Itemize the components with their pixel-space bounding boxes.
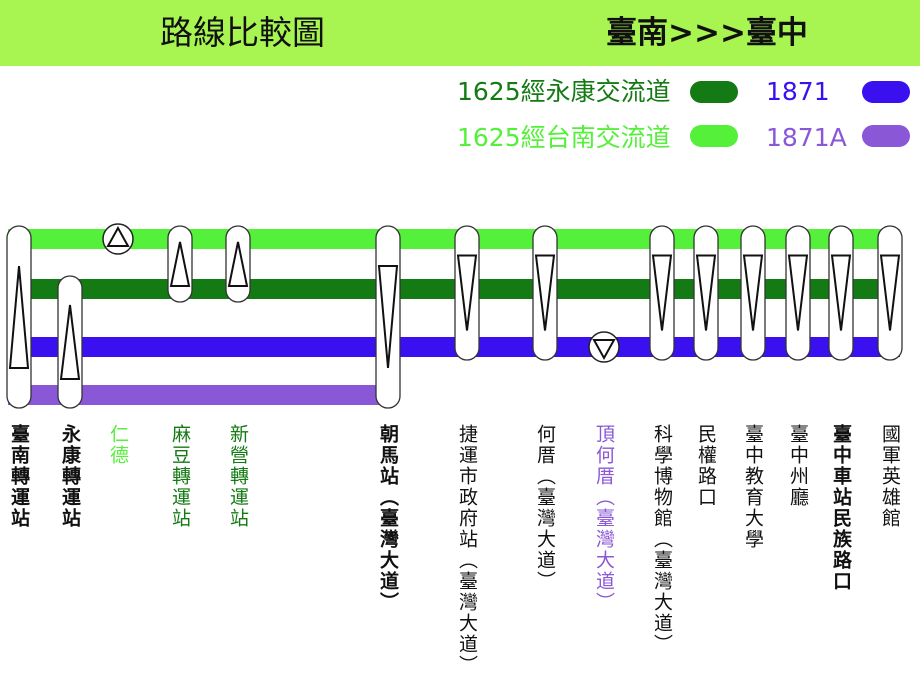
stop-label-5: 朝馬站（臺灣大道） <box>377 424 399 613</box>
legend-label-1625-tainan: 1625經台南交流道 <box>457 123 671 152</box>
stop-marker-11 <box>740 225 766 361</box>
stop-label-7: 何厝（臺灣大道） <box>534 424 556 592</box>
stop-label-8: 頂何厝（臺灣大道） <box>593 424 615 613</box>
route-line-1 <box>8 279 900 299</box>
stop-label-4: 新營轉運站 <box>227 424 249 529</box>
route-title: 臺南>>>臺中 <box>606 15 808 51</box>
stop-marker-6 <box>454 225 480 361</box>
legend-label-1871a: 1871A <box>766 123 847 152</box>
stop-label-0: 臺南轉運站 <box>8 424 30 529</box>
direction-arrow-icon <box>695 254 717 331</box>
stop-marker-10 <box>693 225 719 361</box>
stop-marker-3 <box>167 225 193 303</box>
direction-arrow-icon <box>456 254 478 331</box>
stop-label-11: 臺中教育大學 <box>742 424 764 550</box>
stop-marker-12 <box>785 225 811 361</box>
legend-swatch-1871 <box>862 81 910 103</box>
stop-label-9: 科學博物館（臺灣大道） <box>651 424 673 655</box>
stop-label-3: 麻豆轉運站 <box>169 424 191 529</box>
direction-arrow-icon <box>59 304 81 380</box>
stop-marker-13 <box>828 225 854 361</box>
legend-swatch-1871a <box>862 125 910 147</box>
stop-label-13: 臺中車站民族路口 <box>830 424 852 592</box>
legend-label-1871: 1871 <box>766 77 830 106</box>
route-diagram <box>6 223 903 409</box>
stop-label-2: 仁德 <box>107 424 129 466</box>
direction-arrow-icon <box>830 254 852 331</box>
stop-marker-9 <box>649 225 675 361</box>
stop-marker-4 <box>225 225 251 303</box>
direction-arrow-icon <box>227 241 249 287</box>
route-line-0 <box>8 229 900 249</box>
stop-label-1: 永康轉運站 <box>59 424 81 529</box>
direction-arrow-icon <box>8 265 30 369</box>
route-line-2 <box>8 337 900 357</box>
direction-arrow-icon <box>787 254 809 331</box>
direction-arrow-icon <box>592 339 616 361</box>
stop-marker-0 <box>6 225 32 409</box>
direction-arrow-icon <box>742 254 764 331</box>
direction-arrow-icon <box>169 241 191 287</box>
stop-marker-1 <box>57 275 83 409</box>
stop-marker-2 <box>102 223 134 255</box>
stop-label-14: 國軍英雄館 <box>879 424 901 529</box>
header-bar: 路線比較圖 臺南>>>臺中 <box>0 0 920 66</box>
stop-label-10: 民權路口 <box>695 424 717 508</box>
direction-arrow-icon <box>534 254 556 331</box>
direction-arrow-icon <box>651 254 673 331</box>
legend-swatch-1625-tainan <box>690 125 738 147</box>
stop-marker-14 <box>877 225 903 361</box>
route-line-3 <box>8 385 388 405</box>
stop-marker-5 <box>375 225 401 409</box>
direction-arrow-icon <box>377 265 399 369</box>
legend-label-1625-yongkang: 1625經永康交流道 <box>457 77 671 106</box>
page-title: 路線比較圖 <box>160 13 325 52</box>
legend-swatch-1625-yongkang <box>690 81 738 103</box>
stop-marker-7 <box>532 225 558 361</box>
direction-arrow-icon <box>106 225 130 247</box>
direction-arrow-icon <box>879 254 901 331</box>
stop-label-12: 臺中州廳 <box>787 424 809 508</box>
stop-label-6: 捷運市政府站（臺灣大道） <box>456 424 478 676</box>
stop-marker-8 <box>588 331 620 363</box>
